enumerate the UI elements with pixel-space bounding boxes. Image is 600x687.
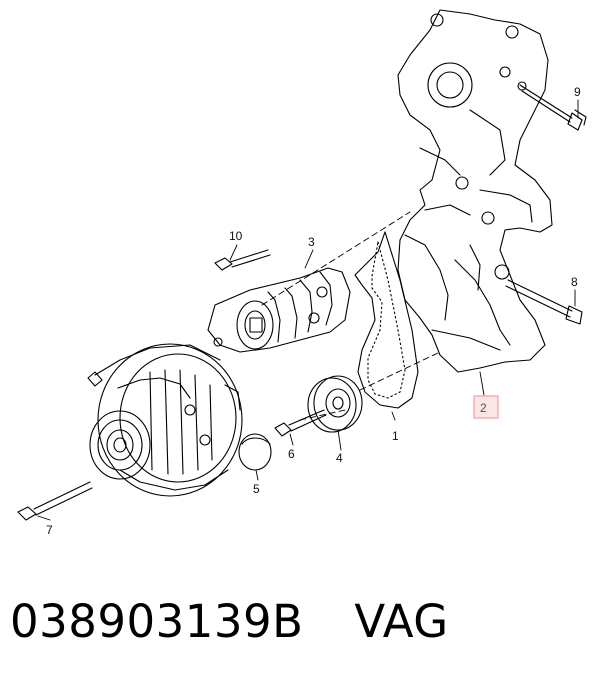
part-number: 038903139B xyxy=(10,595,304,648)
leader-lines xyxy=(37,99,579,521)
callout-10: 10 xyxy=(229,229,243,243)
callout-7: 7 xyxy=(46,523,53,537)
callout-4: 4 xyxy=(336,451,343,465)
callout-2: 2 xyxy=(480,401,487,415)
tensioner xyxy=(207,267,351,353)
bolt-10 xyxy=(214,249,271,271)
alternator xyxy=(87,343,243,497)
callout-9: 9 xyxy=(574,85,581,99)
mounting-bracket xyxy=(397,9,553,373)
callout-highlight-box xyxy=(473,395,499,419)
cover-cap xyxy=(238,433,272,471)
callout-1: 1 xyxy=(392,429,399,443)
part-caption: 038903139B VAG xyxy=(10,595,449,648)
bolt-6 xyxy=(274,409,327,437)
callout-5: 5 xyxy=(253,482,260,496)
alignment-lines xyxy=(261,211,441,421)
bolt-9 xyxy=(519,84,587,131)
bolt-8 xyxy=(505,279,583,325)
callout-6: 6 xyxy=(288,447,295,461)
bolt-7 xyxy=(17,481,93,521)
exploded-parts-diagram: 1 2 3 4 5 6 7 8 9 10 xyxy=(17,9,587,537)
idler-pulley xyxy=(307,375,363,433)
brand-name: VAG xyxy=(354,595,449,648)
callout-3: 3 xyxy=(308,235,315,249)
callout-8: 8 xyxy=(571,275,578,289)
drive-belt xyxy=(354,231,419,409)
